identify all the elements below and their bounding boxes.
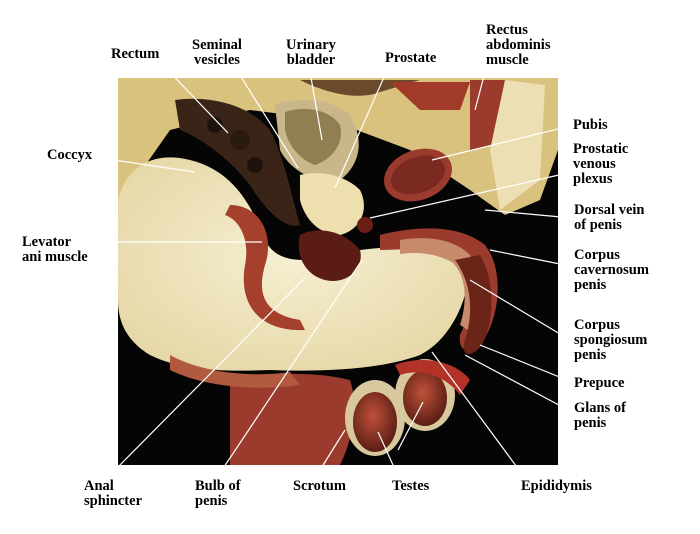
label-rectum: Rectum [111, 46, 160, 62]
label-epididymis: Epididymis [521, 478, 592, 494]
label-scrotum: Scrotum [293, 478, 346, 494]
corpus-spongiosum-tissue [455, 255, 492, 355]
scrotal-tissue [230, 373, 355, 465]
levator-ani-tissue [225, 205, 305, 331]
label-prostate: Prostate [385, 50, 437, 66]
bulb-tissue [298, 230, 361, 281]
perineal-fat [118, 157, 470, 371]
rectum-tissue [175, 98, 300, 226]
label-prepuce: Prepuce [574, 375, 625, 391]
label-pubis: Pubis [573, 117, 608, 133]
label-testes: Testes [392, 478, 430, 494]
prostate-tissue [300, 173, 364, 235]
label-coccyx: Coccyx [47, 147, 93, 163]
leader-lines [99, 61, 573, 479]
